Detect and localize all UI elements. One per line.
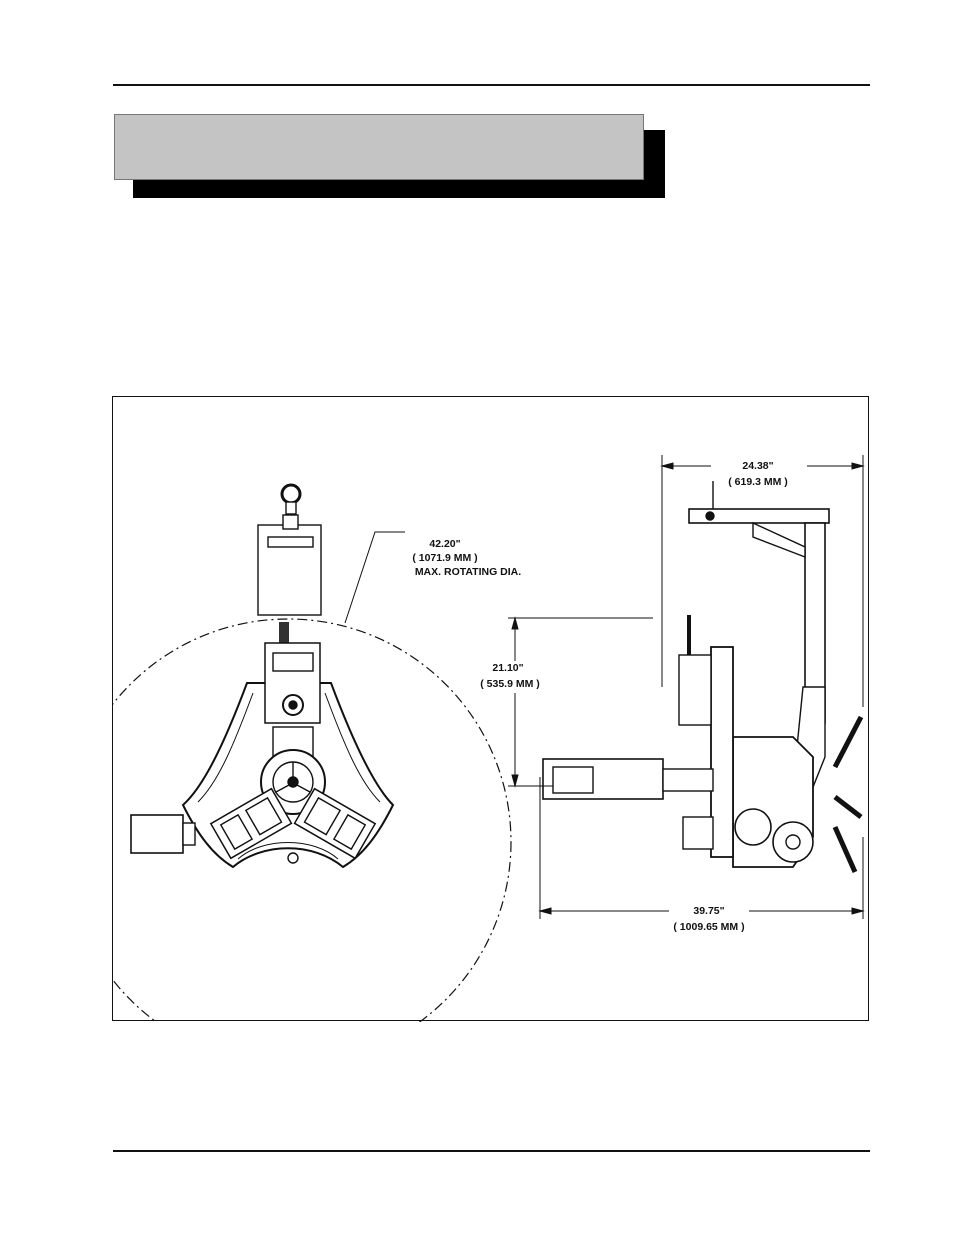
height-mm: ( 619.3 MM ) [728,476,788,488]
header-rule [113,84,870,86]
dimension-lines [508,455,865,919]
length-inches: 39.75" [693,905,724,917]
offset-inches: 21.10" [492,662,523,674]
height-inches: 24.38" [742,460,773,472]
side-view [542,481,864,874]
offset-mm: ( 535.9 MM ) [480,678,540,690]
machine-drawing: 42.20" ( 1071.9 MM ) MAX. ROTATING DIA. … [113,455,865,1022]
length-mm: ( 1009.65 MM ) [673,921,744,933]
footer-rule [113,1150,870,1152]
rotating-dia-mm: ( 1071.9 MM ) [412,552,477,564]
rotating-dia-inches: 42.20" [429,538,460,550]
rotating-diameter-circle [113,618,512,1022]
header-banner [114,114,644,180]
dimension-figure: 42.20" ( 1071.9 MM ) MAX. ROTATING DIA. … [112,396,869,1022]
dimension-labels: 42.20" ( 1071.9 MM ) MAX. ROTATING DIA. … [412,460,787,933]
lifting-eye-icon [280,483,302,505]
rotating-dia-note: MAX. ROTATING DIA. [415,566,521,578]
front-view [113,483,512,1022]
